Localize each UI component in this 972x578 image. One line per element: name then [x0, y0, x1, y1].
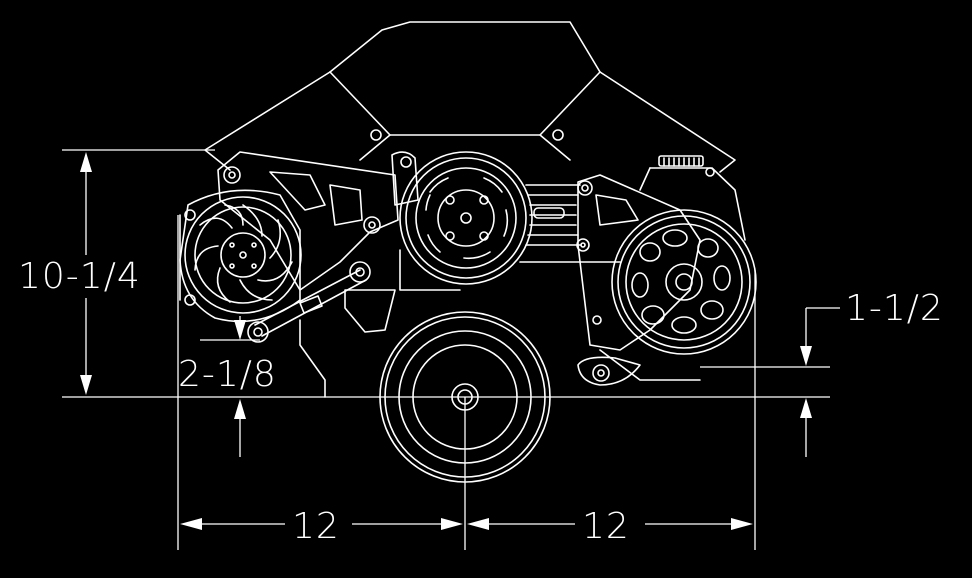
dimension-pump-offset: 1-1/2: [845, 288, 944, 329]
tension-arm: [247, 261, 396, 343]
dimension-alternator-offset: 2-1/8: [178, 354, 277, 395]
dimension-right-width: 12: [582, 506, 630, 547]
water-pump-pulley: [399, 151, 533, 285]
alternator: [179, 189, 302, 323]
power-steering-bracket: [576, 174, 701, 386]
dimension-arrows: [80, 152, 812, 530]
dimension-overall-height: 10-1/4: [18, 256, 141, 297]
dimension-lines: [62, 149, 840, 550]
power-steering-pulley: [611, 209, 757, 355]
water-pump-housing: [399, 184, 621, 291]
engine-block-outline: [179, 21, 736, 398]
upper-left-bracket: [217, 151, 419, 291]
power-steering-reservoir: [639, 155, 746, 241]
dimension-left-width: 12: [292, 506, 340, 547]
